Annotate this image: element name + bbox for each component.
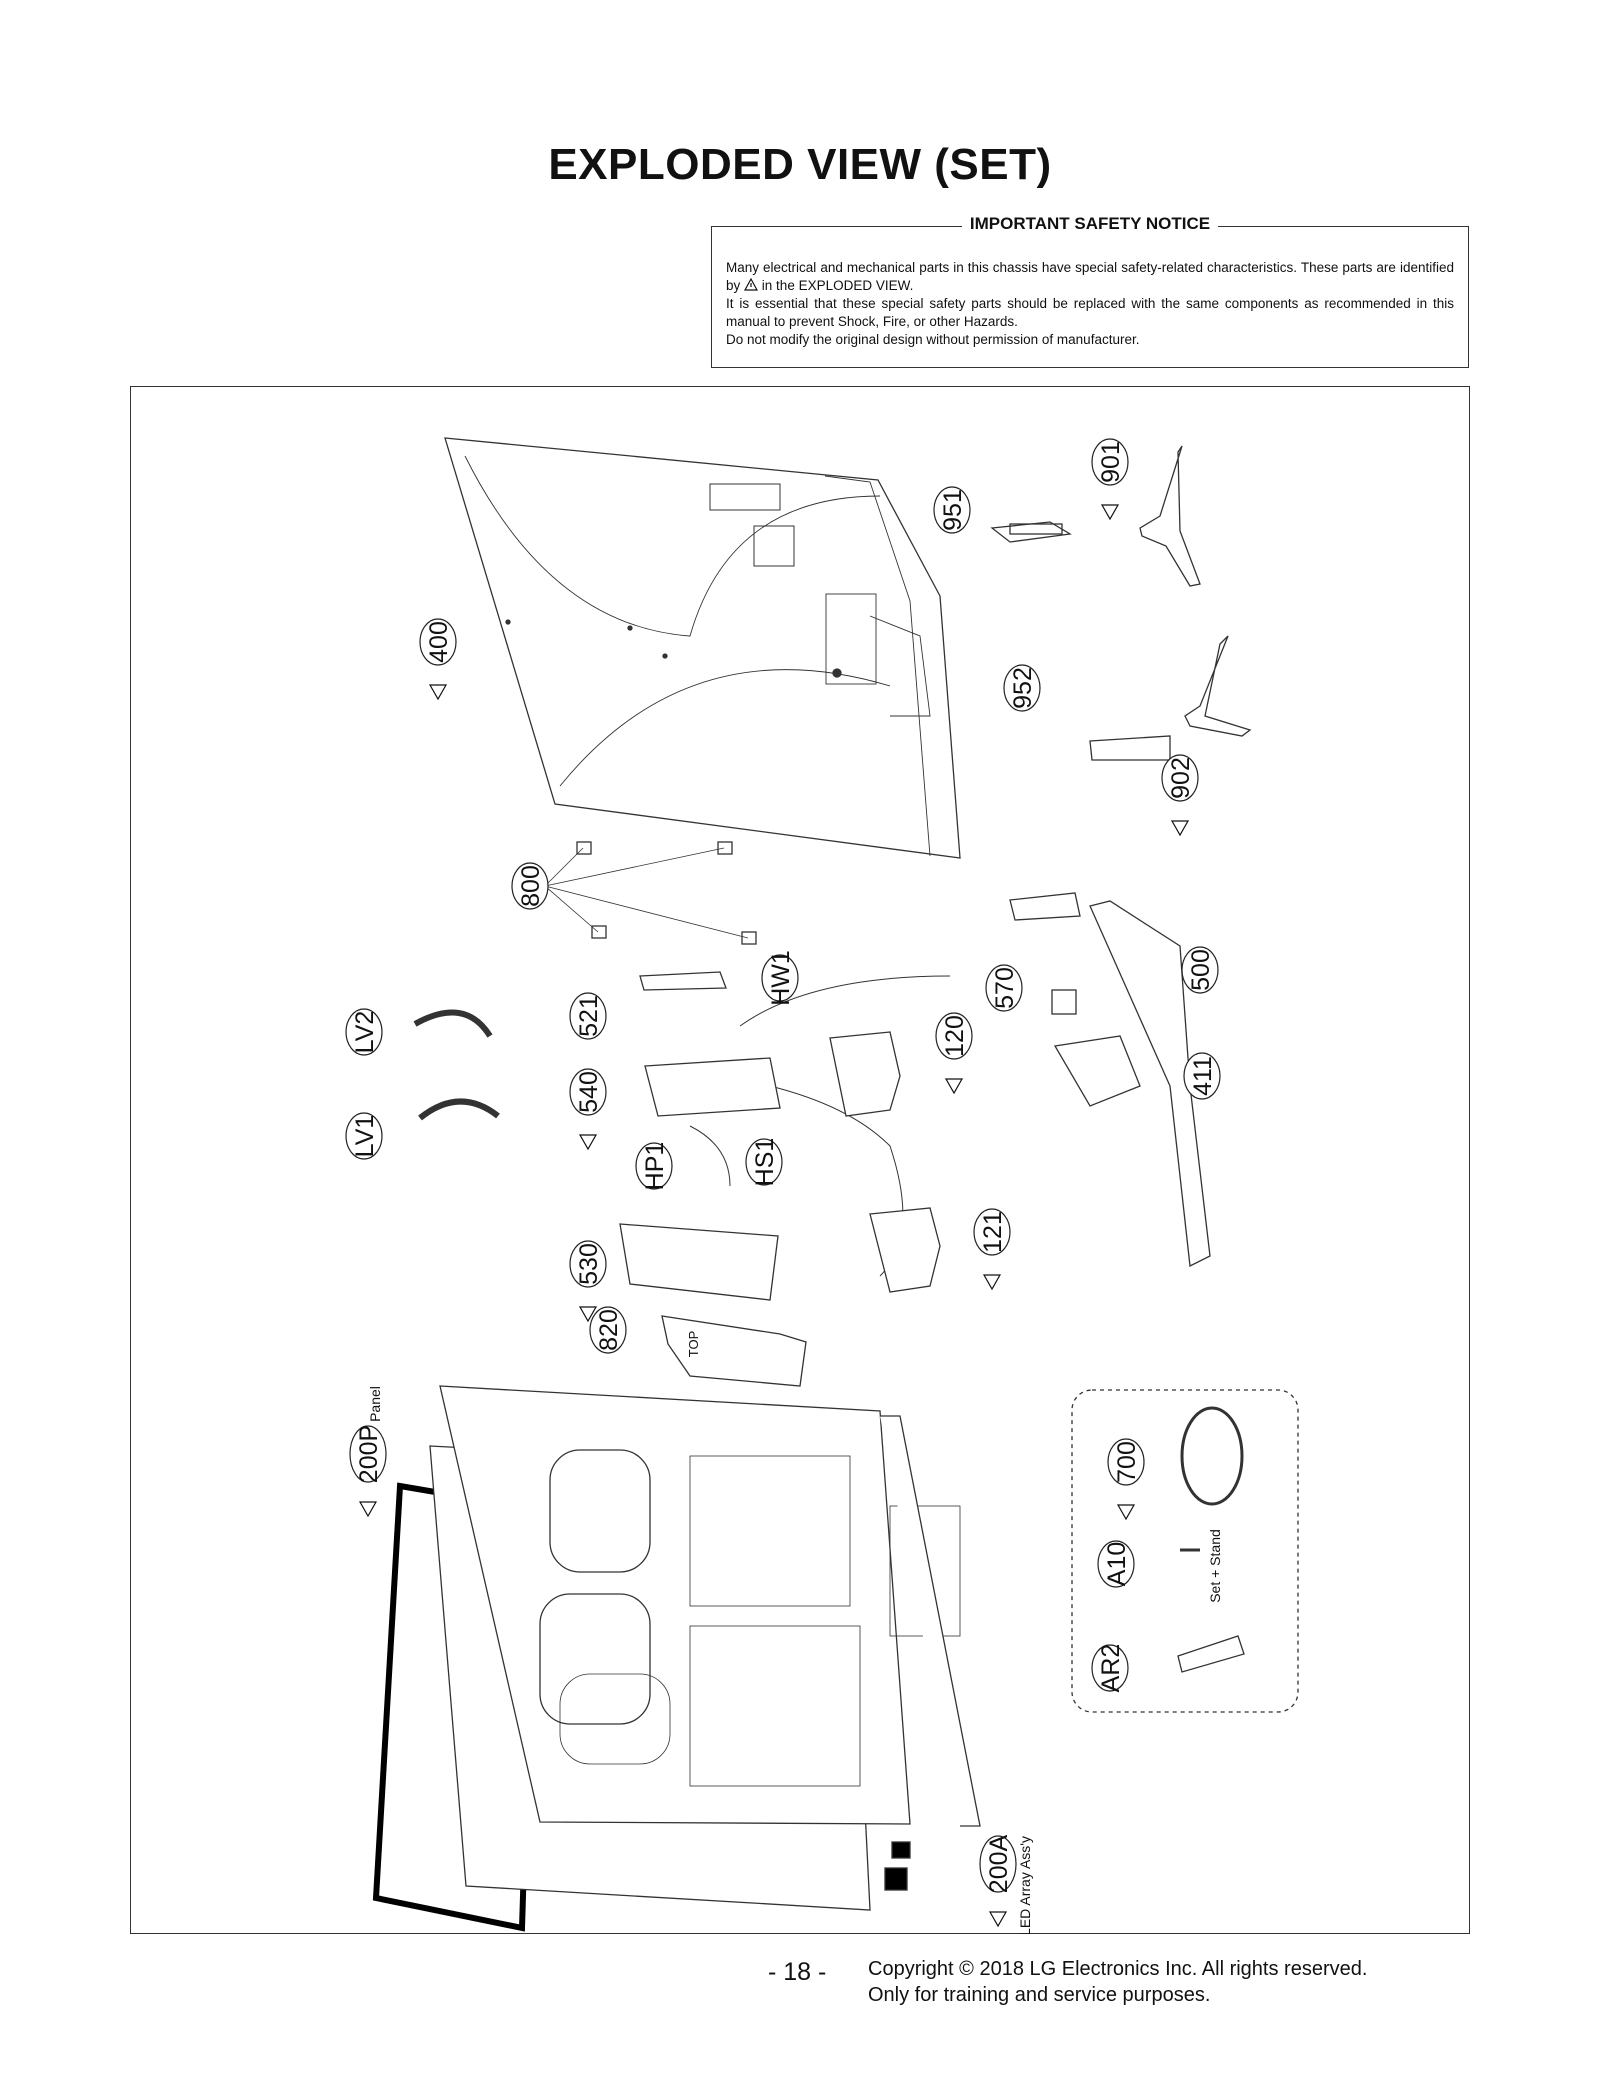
part-callout-200a: 200A (979, 1834, 1017, 1928)
part-callout-901: 901 (1091, 438, 1129, 521)
part-callout-530: 530 (569, 1240, 607, 1323)
part-number: HW1 (767, 950, 795, 1006)
part-callout-120: 120 (935, 1012, 973, 1095)
part-callout-200p: 200P (349, 1425, 387, 1518)
part-callout-400: 400 (419, 618, 457, 701)
back-cover-drawing (444, 437, 961, 859)
part-number: 500 (1187, 949, 1215, 991)
part-number: LV1 (351, 1115, 379, 1158)
part-number: 200A (985, 1834, 1013, 1893)
page-number: - 18 - (768, 1958, 827, 1986)
part-callout-700: 700 (1107, 1438, 1145, 1521)
part-number: 120 (941, 1015, 969, 1057)
page-title: EXPLODED VIEW (SET) (548, 140, 1052, 189)
part-callout-lv1: LV1 (345, 1112, 383, 1160)
note-set-stand: Set + Stand (1207, 1529, 1223, 1603)
part-callout-hs1: HS1 (745, 1138, 783, 1187)
part-number: 951 (939, 489, 967, 531)
copyright-line-1: Copyright © 2018 LG Electronics Inc. All… (868, 1958, 1368, 1980)
warning-triangle-icon (988, 1911, 1008, 1928)
part-callout-411: 411 (1183, 1052, 1221, 1100)
notice-line-2: It is essential that these special safet… (726, 296, 1454, 329)
notice-line-3: Do not modify the original design withou… (726, 332, 1140, 347)
part-callout-902: 902 (1161, 754, 1199, 837)
part-number: 700 (1113, 1441, 1141, 1483)
warning-triangle-icon (744, 278, 759, 291)
diagram-frame (130, 386, 1470, 1934)
part-callout-570: 570 (985, 964, 1023, 1012)
part-callout-121: 121 (973, 1208, 1011, 1291)
part-number: 521 (575, 995, 603, 1037)
safety-notice: IMPORTANT SAFETY NOTICE Many electrical … (711, 214, 1469, 368)
part-number: 901 (1097, 441, 1125, 483)
part-number: 121 (979, 1211, 1007, 1253)
warning-triangle-icon (578, 1134, 598, 1151)
part-callout-800: 800 (511, 862, 549, 910)
part-callout-a10: A10 (1097, 1540, 1135, 1588)
bracket-drawing (1053, 900, 1211, 1267)
warning-triangle-icon (982, 1274, 1002, 1291)
part-number: 820 (595, 1309, 623, 1351)
warning-triangle-icon (944, 1078, 964, 1095)
part-number: A10 (1103, 1542, 1131, 1586)
note-top-mark: TOP (686, 1331, 701, 1358)
boards-drawing (619, 971, 1077, 1387)
part-number: 570 (991, 967, 1019, 1009)
part-number: 411 (1189, 1056, 1217, 1096)
part-callout-540: 540 (569, 1068, 607, 1151)
warning-triangle-icon (358, 1501, 378, 1518)
part-callout-500: 500 (1181, 946, 1219, 994)
part-number: 530 (575, 1243, 603, 1285)
warning-triangle-icon (1100, 504, 1120, 521)
part-number: 200P (355, 1425, 383, 1483)
part-callout-hw1: HW1 (761, 950, 799, 1006)
part-callout-ar2: AR2 (1091, 1644, 1129, 1693)
part-callout-hp1: HP1 (635, 1142, 673, 1191)
part-number: 540 (575, 1071, 603, 1113)
warning-triangle-icon (428, 684, 448, 701)
warning-triangle-icon (1170, 820, 1190, 837)
part-number: HS1 (751, 1138, 779, 1187)
note-panel: Panel (367, 1386, 383, 1422)
note-led-array: LED Array Ass'y (1017, 1836, 1033, 1934)
warning-triangle-icon (578, 1306, 598, 1323)
stand-base-drawing (990, 445, 1252, 921)
part-callout-820: 820 (589, 1306, 627, 1354)
part-number: 800 (517, 865, 545, 907)
copyright-line-2: Only for training and service purposes. (868, 1984, 1211, 2006)
hooks-drawing (544, 841, 757, 945)
part-callout-952: 952 (1003, 664, 1041, 712)
part-number: 952 (1009, 667, 1037, 709)
copyright: Copyright © 2018 LG Electronics Inc. All… (868, 1956, 1367, 2008)
accessories-drawing (1071, 1389, 1299, 1713)
part-callout-521: 521 (569, 992, 607, 1040)
part-number: AR2 (1097, 1644, 1125, 1693)
part-number: 400 (425, 621, 453, 663)
notice-line-1b: in the EXPLODED VIEW. (761, 278, 914, 293)
part-callout-lv2: LV2 (345, 1008, 383, 1056)
notice-line-1: Many electrical and mechanical parts in … (726, 260, 1454, 293)
panel-drawing (372, 1385, 981, 1932)
notice-title: IMPORTANT SAFETY NOTICE (961, 214, 1219, 233)
part-number: HP1 (641, 1142, 669, 1191)
part-number: 902 (1167, 757, 1195, 799)
part-number: LV2 (351, 1011, 379, 1054)
part-callout-951: 951 (933, 486, 971, 534)
warning-triangle-icon (1116, 1504, 1136, 1521)
